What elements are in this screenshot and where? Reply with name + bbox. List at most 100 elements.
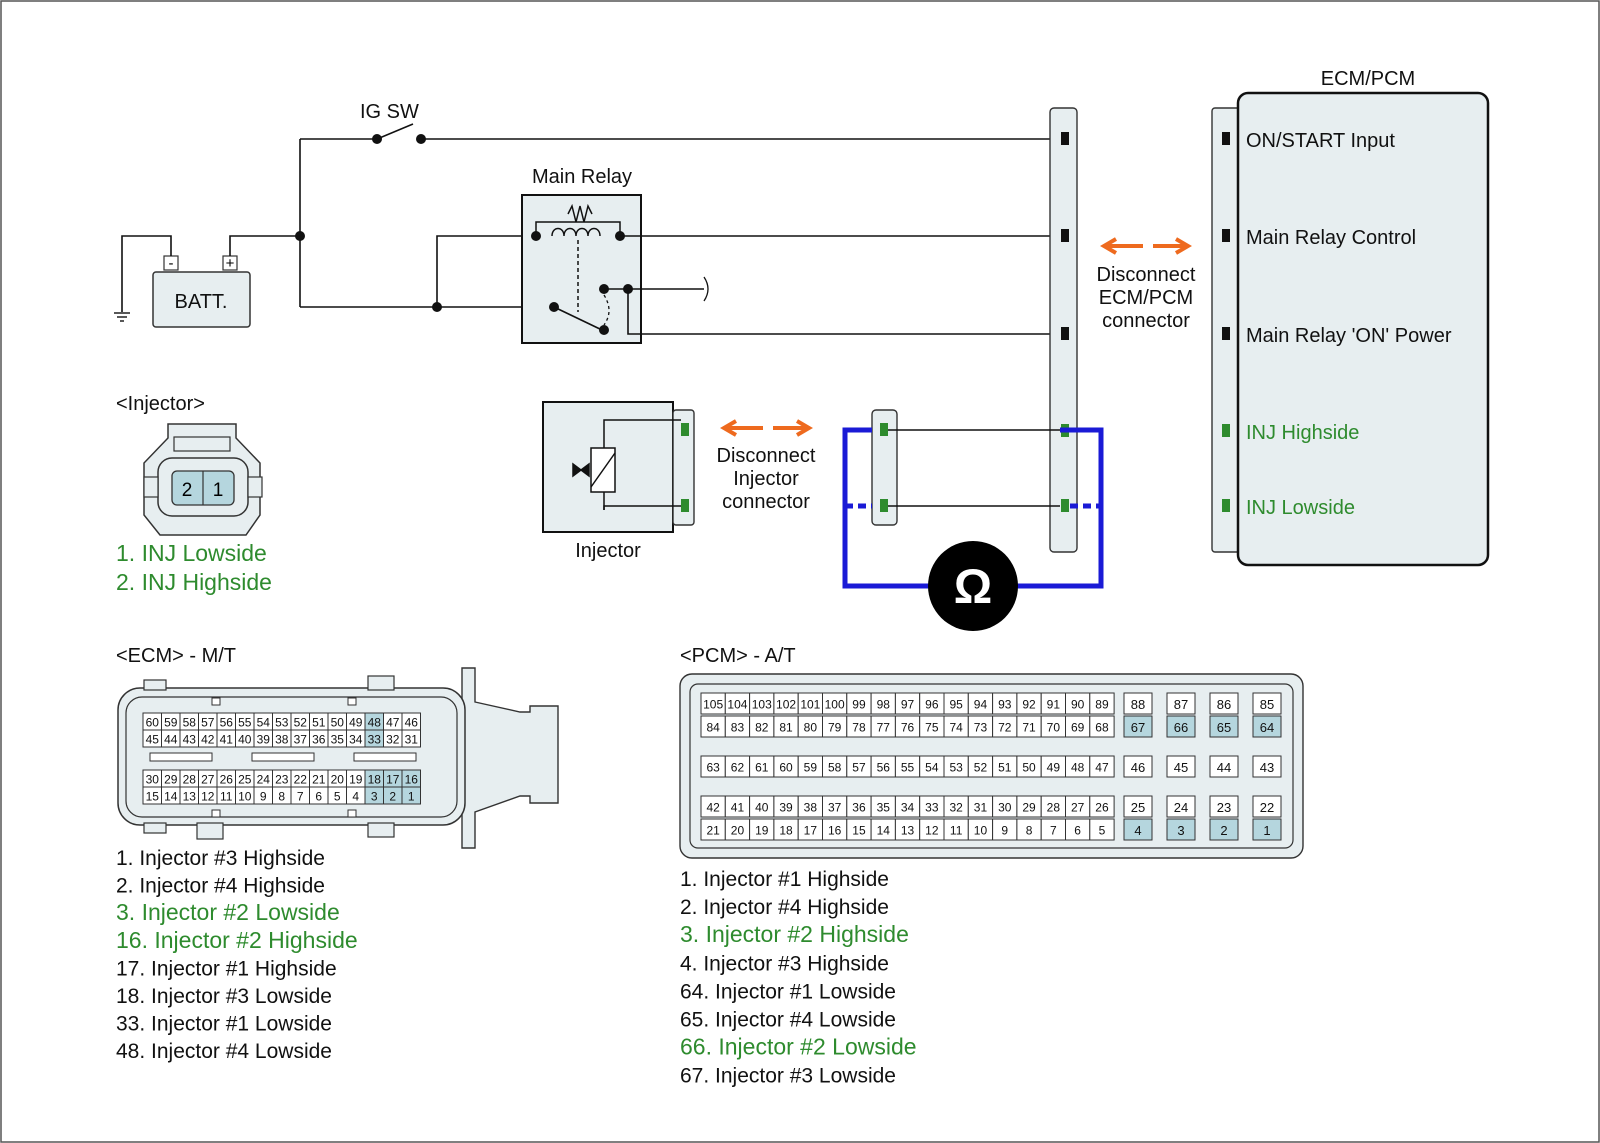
pin-cell: 56 bbox=[870, 755, 896, 778]
wire-break-icon bbox=[703, 276, 709, 302]
pin-number: 28 bbox=[183, 773, 197, 787]
pin-number: 59 bbox=[804, 761, 818, 775]
legend-item: 48. Injector #4 Lowside bbox=[116, 1040, 332, 1063]
pin-number: 32 bbox=[949, 801, 963, 815]
pin-number: 103 bbox=[752, 698, 772, 712]
harness-pin bbox=[1061, 132, 1069, 145]
pin-cell: 5 bbox=[327, 786, 347, 805]
battery-plus: + bbox=[226, 255, 235, 272]
legend-item: 2. Injector #4 Highside bbox=[116, 875, 325, 898]
pin-number: 44 bbox=[1217, 760, 1231, 775]
pin-cell: 52 bbox=[290, 712, 310, 731]
injector-pin-2: 2 bbox=[182, 480, 193, 501]
pin-cell: 84 bbox=[700, 715, 726, 738]
pin-cell: 68 bbox=[1089, 715, 1115, 738]
pin-cell: 11 bbox=[216, 786, 236, 805]
pin-cell: 37 bbox=[822, 795, 848, 818]
pin-number: 24 bbox=[257, 773, 271, 787]
pin-cell: 59 bbox=[161, 712, 181, 731]
pin-number: 58 bbox=[183, 716, 197, 730]
pin-cell: 27 bbox=[1065, 795, 1091, 818]
pin-cell: 45 bbox=[142, 729, 162, 748]
pin-number: 12 bbox=[925, 824, 939, 838]
pin-number: 8 bbox=[278, 790, 285, 804]
relay-dashed-link bbox=[603, 294, 610, 326]
injector-label: Injector bbox=[575, 540, 641, 562]
pin-cell: 48 bbox=[364, 712, 384, 731]
pin-number: 9 bbox=[260, 790, 267, 804]
pin-number: 26 bbox=[1095, 801, 1109, 815]
pin-cell: 36 bbox=[846, 795, 872, 818]
pin-cell: 60 bbox=[773, 755, 799, 778]
pin-cell: 104 bbox=[724, 692, 751, 715]
pin-number: 88 bbox=[1131, 697, 1145, 712]
pin-cell-box bbox=[1123, 755, 1153, 778]
pin-cell-box bbox=[1089, 692, 1115, 715]
pin-number: 104 bbox=[727, 698, 747, 712]
pin-cell: 59 bbox=[797, 755, 824, 778]
pin-cell: 7 bbox=[1040, 818, 1066, 841]
pin-number: 42 bbox=[201, 733, 215, 747]
pin-cell: 14 bbox=[161, 786, 181, 805]
pin-number: 7 bbox=[1050, 824, 1057, 838]
pin-cell: 15 bbox=[142, 786, 162, 805]
pin-number: 37 bbox=[828, 801, 842, 815]
pin-number: 42 bbox=[706, 801, 720, 815]
pin-number: 7 bbox=[297, 790, 304, 804]
pin-number: 86 bbox=[1217, 697, 1231, 712]
disconnect-ecm-line1: Disconnect bbox=[1097, 264, 1196, 286]
legend-item: 33. Injector #1 Lowside bbox=[116, 1013, 332, 1036]
pin-cell: 10 bbox=[235, 786, 255, 805]
pin-cell: 91 bbox=[1040, 692, 1066, 715]
pin-cell: 69 bbox=[1065, 715, 1091, 738]
pin-cell: 40 bbox=[749, 795, 775, 818]
pin-number: 66 bbox=[1174, 720, 1188, 735]
pin-number: 92 bbox=[1022, 698, 1036, 712]
pin-cell: 103 bbox=[749, 692, 775, 715]
pin-number: 41 bbox=[220, 733, 234, 747]
pin-number: 21 bbox=[706, 824, 720, 838]
pin-cell: 83 bbox=[724, 715, 751, 738]
pin-cell-box bbox=[1252, 818, 1282, 841]
pin-number: 58 bbox=[828, 761, 842, 775]
injector-harness-connector bbox=[871, 409, 898, 526]
pin-number: 84 bbox=[706, 721, 720, 735]
pin-number: 13 bbox=[183, 790, 197, 804]
pin-number: 5 bbox=[334, 790, 341, 804]
pin-number: 89 bbox=[1095, 698, 1109, 712]
pin-number: 55 bbox=[238, 716, 252, 730]
pin-number: 47 bbox=[1095, 761, 1109, 775]
pin-cell: 17 bbox=[797, 818, 824, 841]
disconnect-ecm-arrows bbox=[1100, 237, 1192, 255]
pin-number: 80 bbox=[804, 721, 818, 735]
pin-number: 31 bbox=[405, 733, 419, 747]
ecm-pin bbox=[1222, 229, 1230, 242]
pin-cell: 16 bbox=[401, 769, 421, 788]
pin-cell: 18 bbox=[364, 769, 384, 788]
pin-number: 105 bbox=[703, 698, 723, 712]
legend-item: 3. Injector #2 Lowside bbox=[116, 899, 340, 925]
pin-cell: 20 bbox=[724, 818, 751, 841]
pin-cell: 29 bbox=[161, 769, 181, 788]
pin-number: 34 bbox=[901, 801, 915, 815]
ohmmeter-icon bbox=[928, 541, 1018, 631]
relay-switch-contact bbox=[599, 325, 609, 335]
pin-number: 27 bbox=[201, 773, 215, 787]
pin-number: 49 bbox=[349, 716, 363, 730]
pin-cell-box bbox=[401, 786, 421, 805]
pin-cell: 57 bbox=[198, 712, 218, 731]
legend-item: 65. Injector #4 Lowside bbox=[680, 1009, 896, 1032]
battery: BATT. - + bbox=[152, 255, 251, 328]
pin-number: 50 bbox=[331, 716, 345, 730]
pin-number: 20 bbox=[731, 824, 745, 838]
pin-cell: 24 bbox=[253, 769, 273, 788]
pin-number: 3 bbox=[1177, 823, 1184, 838]
pin-number: 63 bbox=[706, 761, 720, 775]
pin-number: 95 bbox=[949, 698, 963, 712]
harness-pin-green bbox=[880, 499, 888, 512]
pin-cell: 46 bbox=[401, 712, 421, 731]
pin-number: 23 bbox=[1217, 800, 1231, 815]
pin-number: 34 bbox=[349, 733, 363, 747]
